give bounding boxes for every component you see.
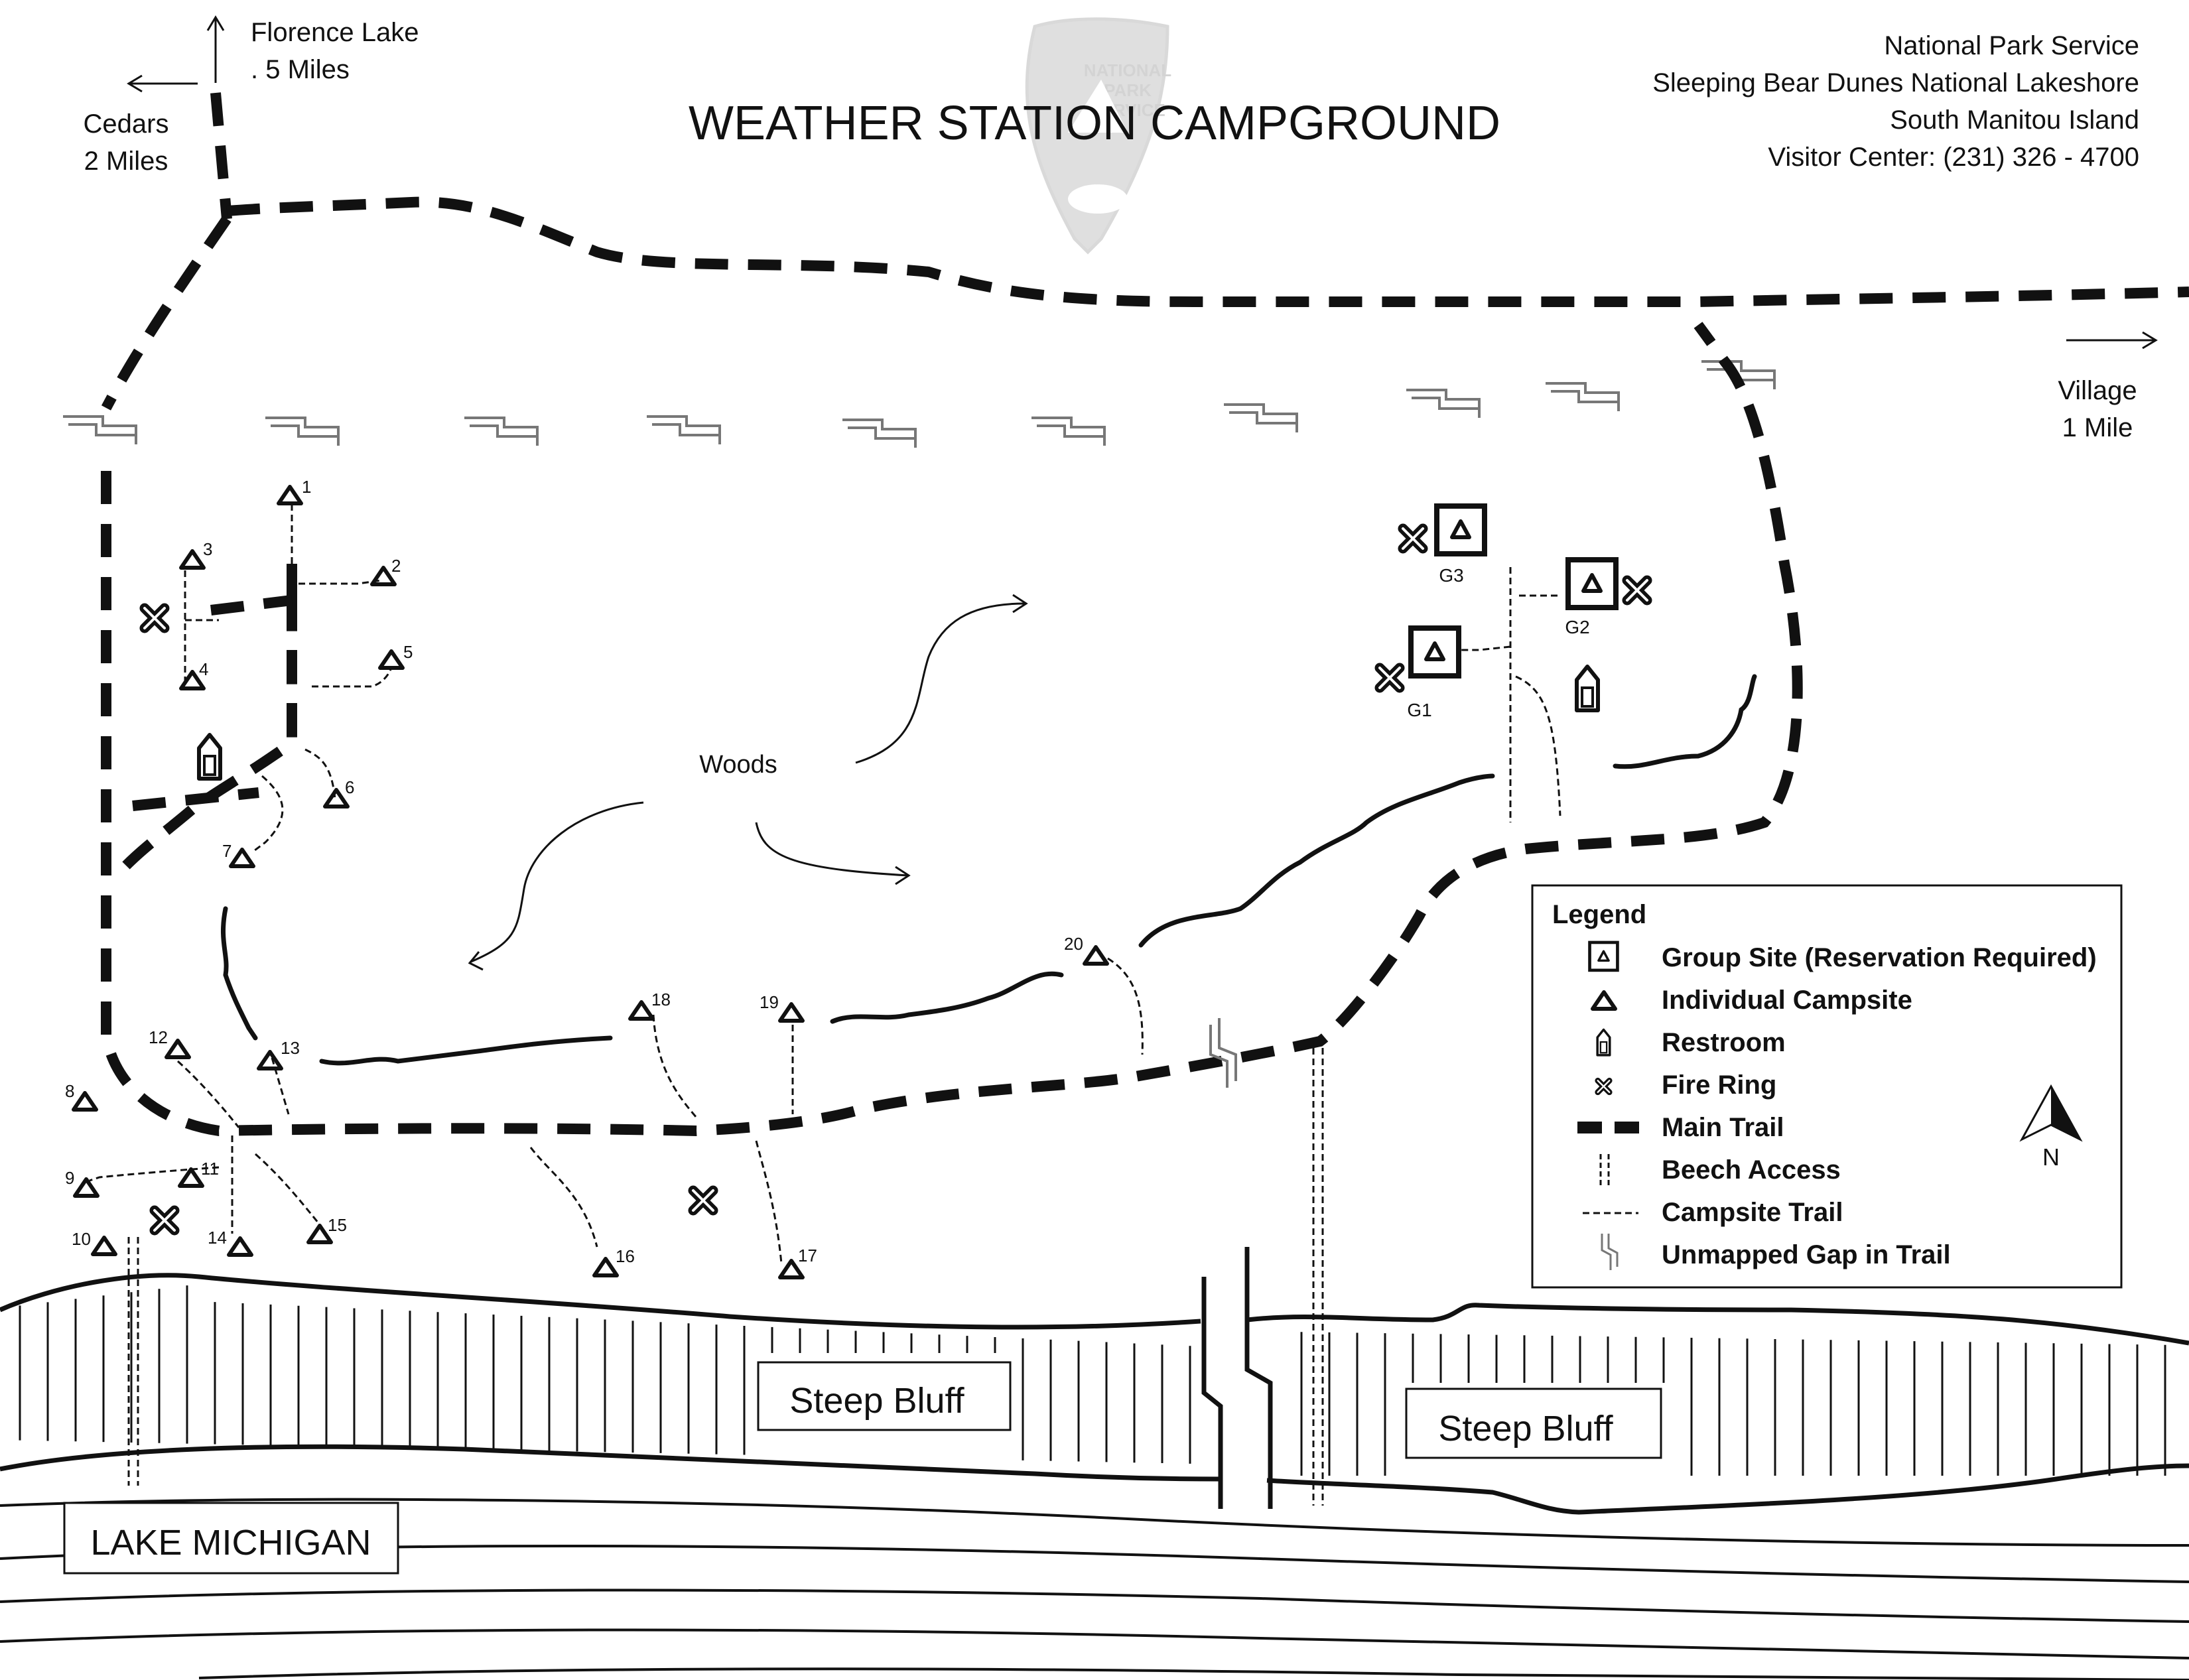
beech-access <box>127 1048 1324 1506</box>
legend-box <box>1531 884 2123 1289</box>
campsite-number: 2 <box>391 556 401 576</box>
campsite-number: 11 <box>201 1159 219 1179</box>
arrow-east-icon <box>2066 331 2158 350</box>
main-trail <box>101 92 2189 1137</box>
woods-edges <box>220 674 1757 1066</box>
bluff-area <box>0 1247 2189 1515</box>
legend-label: Campsite Trail <box>1662 1198 1843 1227</box>
gap-swatch <box>1601 1234 1619 1270</box>
logo-text: PARK <box>1104 80 1152 100</box>
cedars-distance: 2 Miles <box>84 147 168 176</box>
campsite-number: 10 <box>72 1229 91 1249</box>
legend-label: Group Site (Reservation Required) <box>1662 943 2097 972</box>
florence-lake-distance: . 5 Miles <box>251 55 350 84</box>
group-site-label: G1 <box>1407 700 1431 720</box>
wetland-symbols <box>62 360 1776 449</box>
group-site-label: G3 <box>1439 565 1463 586</box>
campsite-number: 12 <box>149 1027 168 1047</box>
campsite-number: 7 <box>222 841 232 861</box>
campsite-number: 9 <box>65 1168 74 1188</box>
arrow-north-icon <box>206 15 225 83</box>
steep-bluff-label: Steep Bluff <box>789 1381 964 1421</box>
campsite-number: 15 <box>328 1215 347 1235</box>
steep-bluff-label: Steep Bluff <box>1438 1409 1613 1449</box>
lake-michigan-label: LAKE MICHIGAN <box>90 1523 371 1563</box>
fire-ring-icon <box>693 1191 713 1210</box>
restroom-icon <box>199 735 220 779</box>
cedars-label: Cedars <box>84 109 169 139</box>
campsite-number: 3 <box>203 539 212 559</box>
campsite-number: 18 <box>651 990 671 1009</box>
legend-label: Individual Campsite <box>1662 986 1912 1015</box>
compass-label: N <box>2042 1143 2060 1171</box>
lake-waves <box>0 1498 2189 1680</box>
direction-arrows <box>127 15 2158 350</box>
campsite-number: 8 <box>65 1081 74 1101</box>
group-site-label: G2 <box>1565 617 1589 637</box>
agency-line: Visitor Center: (231) 326 - 4700 <box>1768 143 2139 172</box>
campsite-number: 20 <box>1064 934 1083 954</box>
arrow-west-icon <box>127 74 198 93</box>
agency-line: South Manitou Island <box>1890 105 2139 135</box>
agency-line: National Park Service <box>1884 31 2139 60</box>
legend-label: Main Trail <box>1662 1113 1784 1142</box>
legend: Legend Group Site (Reservation Required)… <box>1531 884 2123 1289</box>
fire-ring-icon <box>1627 580 1647 600</box>
campsite-number: 17 <box>798 1246 817 1265</box>
north-arrow-icon: N <box>2019 1084 2083 1171</box>
group-site-icon <box>1590 942 1618 970</box>
campsite-number: 5 <box>403 642 413 662</box>
nps-arrowhead-logo: NATIONAL PARK SERVICE <box>1025 17 1172 255</box>
legend-label: Beech Access <box>1662 1155 1841 1185</box>
campsite-number: 1 <box>302 477 311 497</box>
restroom-icon <box>1596 1028 1611 1057</box>
steep-bluff-box-right: Steep Bluff <box>1405 1388 1662 1459</box>
village-label: Village <box>2058 376 2137 405</box>
agency-block: National Park Service Sleeping Bear Dune… <box>1652 31 2139 172</box>
campsite-number: 14 <box>208 1228 227 1248</box>
florence-lake-label: Florence Lake <box>251 18 419 47</box>
campsite-numbers: 1 2 3 4 5 6 7 8 9 10 11 12 13 14 15 16 1… <box>65 477 1083 1266</box>
campsite-number: 4 <box>199 659 208 679</box>
woods-arrows <box>468 594 1028 971</box>
agency-line: Sleeping Bear Dunes National Lakeshore <box>1652 68 2139 97</box>
legend-label: Fire Ring <box>1662 1070 1776 1100</box>
campsite-number: 19 <box>760 992 779 1012</box>
beech-access-swatch <box>1599 1154 1610 1186</box>
lake-michigan-box: LAKE MICHIGAN <box>63 1502 399 1575</box>
fire-ring-icon <box>145 608 165 628</box>
group-site-icon <box>1437 506 1485 554</box>
steep-bluff-box-left: Steep Bluff <box>757 1361 1012 1431</box>
campsite-number: 16 <box>616 1246 635 1266</box>
legend-label: Unmapped Gap in Trail <box>1662 1240 1951 1269</box>
unmapped-gap-symbol <box>1209 1018 1237 1088</box>
campsite-trails <box>89 504 1561 1264</box>
logo-text: NATIONAL <box>1084 60 1172 80</box>
campsite-number: 13 <box>281 1038 300 1058</box>
fire-ring-icon <box>1403 529 1423 549</box>
fire-ring-icon <box>1380 668 1400 688</box>
map-title: WEATHER STATION CAMPGROUND <box>689 97 1500 150</box>
group-site-icon <box>1568 560 1616 608</box>
fire-ring-icon <box>1598 1080 1609 1092</box>
bluff-hatching <box>19 1285 2166 1476</box>
fire-ring-icon <box>155 1210 174 1230</box>
logo-text: SERVICE <box>1090 100 1165 120</box>
legend-title: Legend <box>1552 900 1646 929</box>
woods-label: Woods <box>699 751 777 779</box>
legend-label: Restroom <box>1662 1028 1786 1057</box>
restroom-icon <box>1577 667 1598 710</box>
campsite-number: 6 <box>345 777 354 797</box>
group-site-icon <box>1411 628 1459 676</box>
village-distance: 1 Mile <box>2062 413 2133 442</box>
